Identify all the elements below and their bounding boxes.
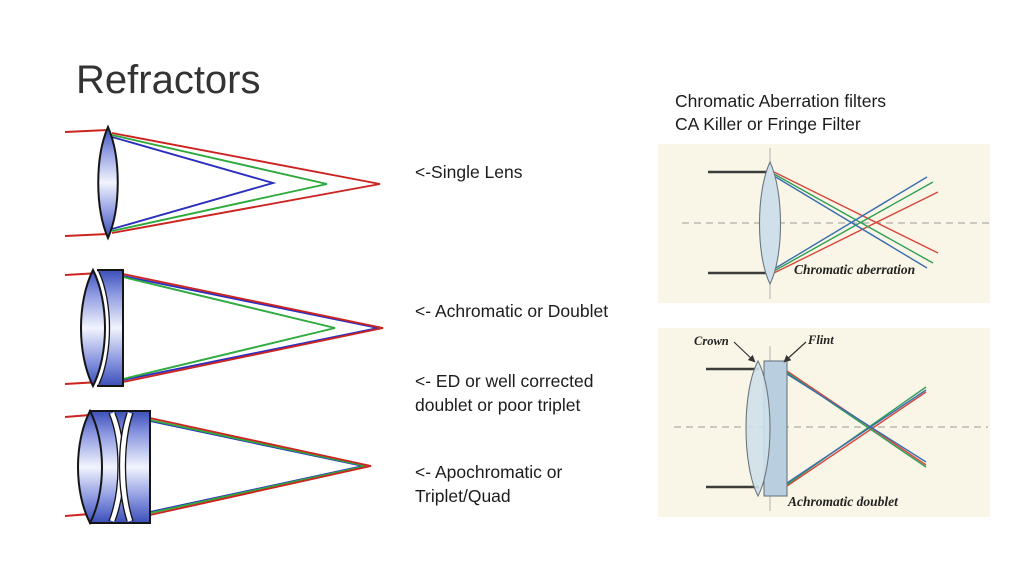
refracted-rays: [149, 417, 372, 516]
heading-line: Chromatic Aberration filters: [675, 91, 887, 111]
label-achromatic-doublet: <- Achromatic or Doublet: [415, 299, 608, 323]
label-line: <-Single Lens: [415, 162, 523, 182]
label-single-lens: <-Single Lens: [415, 160, 523, 184]
pointer-arrows: [733, 341, 807, 363]
triplet-lens: [77, 408, 151, 526]
doublet-lens: [80, 267, 124, 389]
crown-arrow: [733, 341, 756, 363]
label-line: <- Apochromatic or: [415, 462, 563, 482]
biconvex-lens: [97, 124, 119, 241]
label-line: doublet or poor triplet: [415, 395, 581, 415]
flint-label: Flint: [808, 333, 834, 347]
refracted-rays: [111, 132, 381, 234]
chromatic-aberration-figure: Chromatic aberration: [658, 144, 990, 303]
label-line: Triplet/Quad: [415, 486, 511, 506]
doublet-lens: [745, 359, 788, 498]
chromatic-aberration-drawing: [682, 148, 990, 299]
heading-line: CA Killer or Fringe Filter: [675, 114, 861, 134]
dispersed-rays: [773, 171, 939, 274]
incoming-red-rays: [64, 128, 109, 238]
figure-caption: Achromatic doublet: [788, 494, 898, 509]
page-title: Refractors: [76, 58, 261, 102]
triplet-lens-diagram: [64, 408, 372, 526]
crown-label: Crown: [694, 334, 729, 348]
label-apochromatic: <- Apochromatic or Triplet/Quad: [415, 460, 562, 508]
crown-element: [745, 359, 771, 498]
achromatic-doublet-drawing: [674, 341, 988, 511]
refracted-rays: [122, 273, 384, 383]
label-line: <- Achromatic or Doublet: [415, 301, 609, 321]
incoming-beams: [708, 170, 774, 275]
achromatic-doublet-figure: Crown Flint Achromatic doublet: [658, 328, 990, 517]
biconvex-lens: [758, 160, 782, 286]
right-panel-heading: Chromatic Aberration filters CA Killer o…: [675, 90, 886, 136]
single-lens-diagram: [64, 124, 381, 241]
label-ed-doublet: <- ED or well corrected doublet or poor …: [415, 369, 593, 417]
doublet-lens-diagram: [64, 267, 384, 389]
label-line: <- ED or well corrected: [415, 371, 594, 391]
corrected-rays: [786, 370, 927, 487]
flint-arrow: [783, 341, 807, 363]
incoming-beams: [706, 367, 759, 489]
figure-caption: Chromatic aberration: [794, 262, 916, 277]
